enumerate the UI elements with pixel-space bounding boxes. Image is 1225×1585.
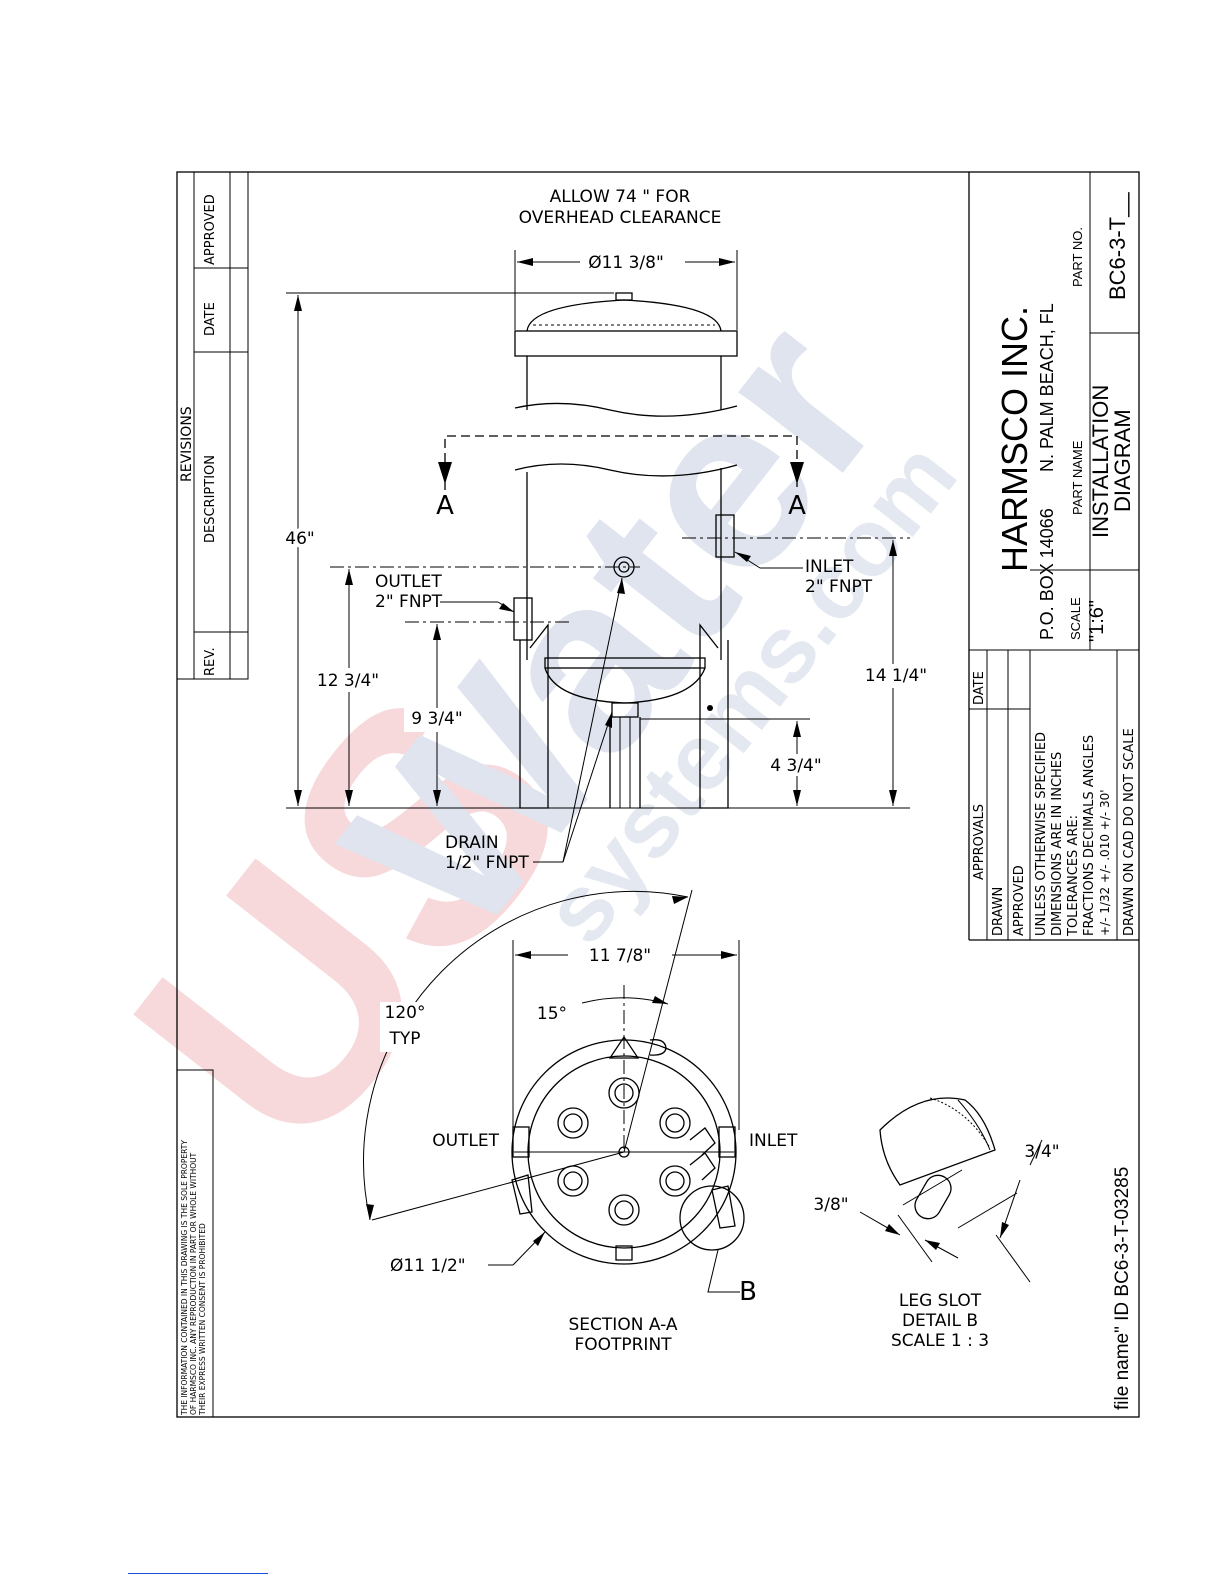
leg-height-dimension: 9 3/4" — [411, 709, 462, 729]
diameter-top-dimension: Ø11 3/8" — [588, 253, 664, 273]
tolerance-line1: UNLESS OTHERWISE SPECIFIED — [1034, 732, 1049, 936]
revisions-title: REVISIONS — [179, 406, 195, 482]
drawn-label: DRAWN — [991, 887, 1006, 936]
section-caption-line2: FOOTPRINT — [574, 1335, 672, 1355]
scale-value: "1:6" — [1086, 600, 1108, 642]
section-caption-line1: SECTION A-A — [569, 1315, 678, 1335]
angle-small: 15° — [537, 1004, 567, 1024]
angle-typ-line1: 120° — [385, 1003, 426, 1023]
title-block: HARMSCO INC. P.O. BOX 14066 N. PALM BEAC… — [968, 172, 1139, 941]
drain-label-line1: DRAIN — [445, 833, 499, 853]
watermark-logo: US Water systems.com — [64, 271, 977, 1213]
tolerance-line3: TOLERANCES ARE: — [1066, 815, 1081, 937]
section-diameter-dimension: Ø11 1/2" — [390, 1256, 466, 1276]
company-address: P.O. BOX 14066 — [1037, 508, 1057, 640]
svg-text:OF HARMSCO INC. ANY REPRODUCTI: OF HARMSCO INC. ANY REPRODUCTION IN PART… — [189, 1152, 198, 1415]
scale-label: SCALE — [1068, 597, 1083, 640]
approved-label: APPROVED — [1012, 865, 1027, 936]
filter-ports — [557, 1077, 691, 1226]
section-width-dimension: 11 7/8" — [589, 946, 651, 966]
revisions-block: REVISIONS REV. DESCRIPTION DATE APPROVED — [176, 171, 249, 680]
clearance-note-line2: OVERHEAD CLEARANCE — [519, 208, 722, 228]
revisions-approved-col: APPROVED — [203, 194, 218, 265]
detail-marker: B — [739, 1277, 757, 1307]
detail-b-view: 3/4" 3/8" LEG SLOT DETAIL B SCALE 1 : 3 — [813, 1097, 1060, 1351]
angle-typ-line2: TYP — [388, 1029, 420, 1049]
part-no: BC6-3-T__ — [1105, 192, 1130, 300]
section-marker-left: A — [436, 491, 454, 521]
approvals-date-label: DATE — [972, 671, 987, 705]
detail-caption-line2: DETAIL B — [902, 1311, 978, 1331]
revisions-description-col: DESCRIPTION — [203, 455, 218, 543]
svg-text:THEIR EXPRESS WRITTEN CONSENT: THEIR EXPRESS WRITTEN CONSENT IS PROHIBI… — [198, 1223, 207, 1416]
cad-note: DRAWN ON CAD DO NOT SCALE — [1122, 728, 1137, 936]
section-inlet-label: INLET — [749, 1131, 798, 1151]
tolerance-line4: FRACTIONS DECIMALS ANGLES — [1082, 735, 1097, 936]
tolerance-line2: DIMENSIONS ARE IN INCHES — [1050, 752, 1065, 936]
svg-text:46": 46" — [285, 529, 314, 549]
page-footer-link[interactable] — [128, 1573, 268, 1574]
clearance-note-line1: ALLOW 74 " FOR — [550, 187, 691, 207]
detail-caption-line3: SCALE 1 : 3 — [891, 1331, 989, 1351]
part-name-line1: INSTALLATION — [1088, 385, 1113, 538]
outlet-label-line2: 2" FNPT — [375, 592, 443, 612]
drain-height-dimension: 4 3/4" — [770, 756, 821, 776]
inlet-height-dimension: 14 1/4" — [865, 666, 927, 686]
section-marker-right: A — [788, 491, 806, 521]
company-city: N. PALM BEACH, FL — [1037, 303, 1057, 472]
drawing-border — [176, 171, 1140, 1418]
detail-caption-line1: LEG SLOT — [899, 1291, 982, 1311]
company-name: HARMSCO INC. — [994, 306, 1035, 572]
slot-length-dimension: 3/4" — [1024, 1142, 1059, 1162]
revisions-date-col: DATE — [203, 302, 218, 336]
inlet-label-line2: 2" FNPT — [805, 577, 873, 597]
tolerance-line5: +/- 1/32 +/- .010 +/- 30' — [1098, 789, 1112, 936]
part-name-line2: DIAGRAM — [1110, 409, 1135, 512]
drain-label-line2: 1/2" FNPT — [445, 853, 529, 873]
section-view: 11 7/8" 120° TYP 15° — [363, 889, 798, 1355]
part-name-label: PART NAME — [1070, 440, 1085, 515]
part-no-label: PART NO. — [1070, 227, 1085, 287]
revisions-rev-col: REV. — [203, 647, 218, 676]
overall-height-dimension: 46" — [285, 529, 314, 549]
inlet-label-line1: INLET — [805, 557, 854, 577]
file-name: file name" ID BC6-3-T-03285 — [1112, 1167, 1133, 1410]
outlet-label-line1: OUTLET — [375, 572, 442, 592]
outlet-height-dimension: 12 3/4" — [317, 671, 379, 691]
approvals-label: APPROVALS — [972, 804, 987, 880]
svg-text:THE INFORMATION CONTAINED IN T: THE INFORMATION CONTAINED IN THIS DRAWIN… — [180, 1140, 189, 1416]
elevation-view: ALLOW 74 " FOR OVERHEAD CLEARANCE Ø11 3/… — [281, 187, 930, 873]
slot-width-dimension: 3/8" — [813, 1195, 848, 1215]
section-outlet-label: OUTLET — [432, 1131, 499, 1151]
proprietary-notice: THE INFORMATION CONTAINED IN THIS DRAWIN… — [176, 1069, 214, 1418]
